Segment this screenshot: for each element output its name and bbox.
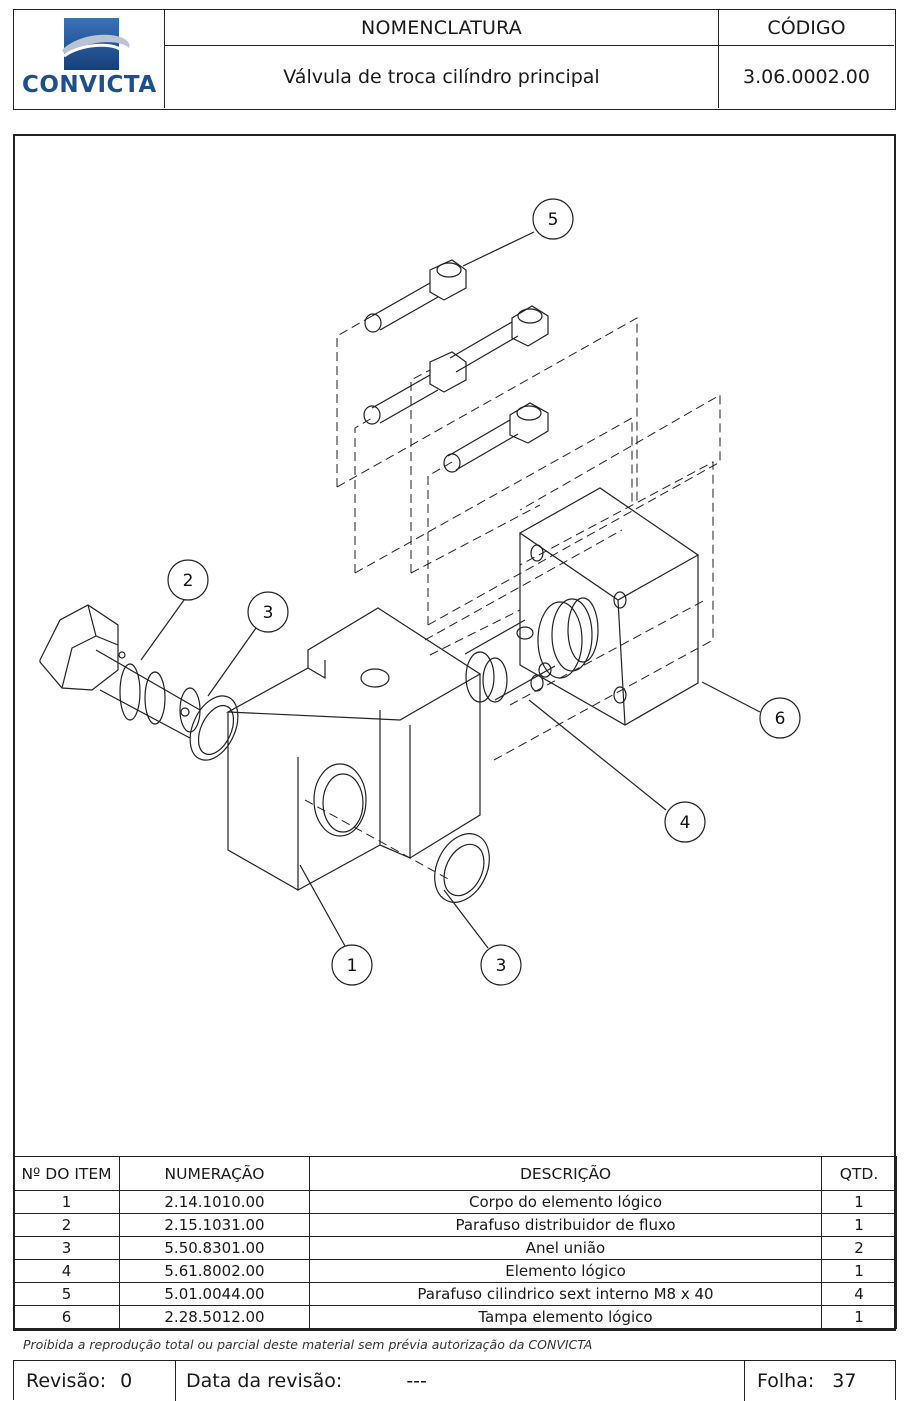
balloon-3-lower <box>480 944 522 986</box>
bill-of-materials-table: Nº DO ITEM NUMERAÇÃO DESCRIÇÃO QTD. 1 2.… <box>13 1156 897 1329</box>
logo-wordmark: CONVICTA <box>22 72 157 98</box>
drawing-frame <box>13 134 896 1331</box>
revision-date-label: Data da revisão: <box>186 1370 343 1392</box>
description: Anel união <box>309 1236 822 1260</box>
part-number: 2.15.1031.00 <box>119 1213 310 1237</box>
cover-plate-6 <box>518 487 700 726</box>
table-row: 4 5.61.8002.00 Elemento lógico 1 <box>13 1259 897 1283</box>
screw-5c <box>443 402 549 473</box>
balloon-6 <box>759 697 801 739</box>
title-block-footer: Revisão: 0 Data da revisão: --- Folha: 3… <box>13 1360 896 1401</box>
balloon-4 <box>664 801 706 843</box>
column-header: Nº DO ITEM <box>13 1156 120 1191</box>
revision-label: Revisão: <box>26 1370 107 1392</box>
nomenclatura-label: NOMENCLATURA <box>165 10 719 46</box>
table-row: 6 2.28.5012.00 Tampa elemento lógico 1 <box>13 1305 897 1329</box>
codigo-value: 3.06.0002.00 <box>743 66 870 88</box>
revision-cell: Revisão: 0 <box>14 1361 176 1401</box>
balloon-label: 4 <box>680 813 691 833</box>
codigo-label: CÓDIGO <box>719 10 894 46</box>
revision-value: 0 <box>120 1370 133 1392</box>
item-number: 3 <box>13 1236 120 1260</box>
balloon-label: 2 <box>183 571 194 591</box>
nomenclatura-value: Válvula de troca cilíndro principal <box>165 46 719 108</box>
part-number: 2.14.1010.00 <box>119 1190 310 1214</box>
table-row: 5 5.01.0044.00 Parafuso cilindrico sext … <box>13 1282 897 1306</box>
quantity: 4 <box>821 1282 897 1306</box>
revision-date-value: --- <box>406 1370 427 1392</box>
description: Tampa elemento lógico <box>309 1305 822 1329</box>
quantity: 1 <box>821 1305 897 1329</box>
balloon-5 <box>532 198 574 240</box>
balloon-label: 3 <box>263 603 274 623</box>
table-row: 1 2.14.1010.00 Corpo do elemento lógico … <box>13 1190 897 1214</box>
sheet-cell: Folha: 37 <box>745 1361 895 1401</box>
quantity: 1 <box>821 1213 897 1237</box>
revision-date-cell: Data da revisão: --- <box>176 1361 745 1401</box>
balloon-2 <box>167 559 209 601</box>
part-number: 5.50.8301.00 <box>119 1236 310 1260</box>
screw-5b <box>363 305 549 425</box>
flow-screw-2 <box>39 604 201 739</box>
column-header: QTD. <box>821 1156 897 1191</box>
screw-5a <box>364 259 467 333</box>
item-number: 1 <box>13 1190 120 1214</box>
item-number: 5 <box>13 1282 120 1306</box>
table-row: 2 2.15.1031.00 Parafuso distribuidor de … <box>13 1213 897 1237</box>
item-number: 2 <box>13 1213 120 1237</box>
logic-element-4 <box>464 597 599 703</box>
reproduction-notice: Proibida a reprodução total ou parcial d… <box>23 1337 593 1352</box>
quantity: 1 <box>821 1259 897 1283</box>
part-number: 2.28.5012.00 <box>119 1305 310 1329</box>
description: Parafuso distribuidor de fluxo <box>309 1213 822 1237</box>
column-header: NUMERAÇÃO <box>119 1156 310 1191</box>
title-block-header: CONVICTA NOMENCLATURA CÓDIGO Válvula de … <box>13 9 896 110</box>
ring-3b <box>434 833 490 903</box>
quantity: 2 <box>821 1236 897 1260</box>
sheet-label: Folha: <box>757 1370 815 1392</box>
balloon-label: 1 <box>347 956 358 976</box>
company-logo: CONVICTA <box>14 10 165 108</box>
sheet-value: 37 <box>832 1370 857 1392</box>
exploded-view-drawing: 5 2 3 6 4 1 3 <box>39 198 801 986</box>
description: Corpo do elemento lógico <box>309 1190 822 1214</box>
logo-emblem-icon <box>62 18 130 70</box>
balloon-label: 5 <box>548 210 559 230</box>
balloon-3-upper <box>247 591 289 633</box>
part-number: 5.01.0044.00 <box>119 1282 310 1306</box>
column-header: DESCRIÇÃO <box>309 1156 822 1191</box>
item-number: 4 <box>13 1259 120 1283</box>
quantity: 1 <box>821 1190 897 1214</box>
table-header-row: Nº DO ITEM NUMERAÇÃO DESCRIÇÃO QTD. <box>13 1156 897 1191</box>
ring-3a <box>189 695 239 761</box>
table-row: 3 5.50.8301.00 Anel união 2 <box>13 1236 897 1260</box>
item-number: 6 <box>13 1305 120 1329</box>
balloon-1 <box>331 944 373 986</box>
body-1 <box>225 607 482 891</box>
balloon-label: 6 <box>775 709 786 729</box>
description: Parafuso cilindrico sext interno M8 x 40 <box>309 1282 822 1306</box>
part-number: 5.61.8002.00 <box>119 1259 310 1283</box>
description: Elemento lógico <box>309 1259 822 1283</box>
balloon-label: 3 <box>496 956 507 976</box>
